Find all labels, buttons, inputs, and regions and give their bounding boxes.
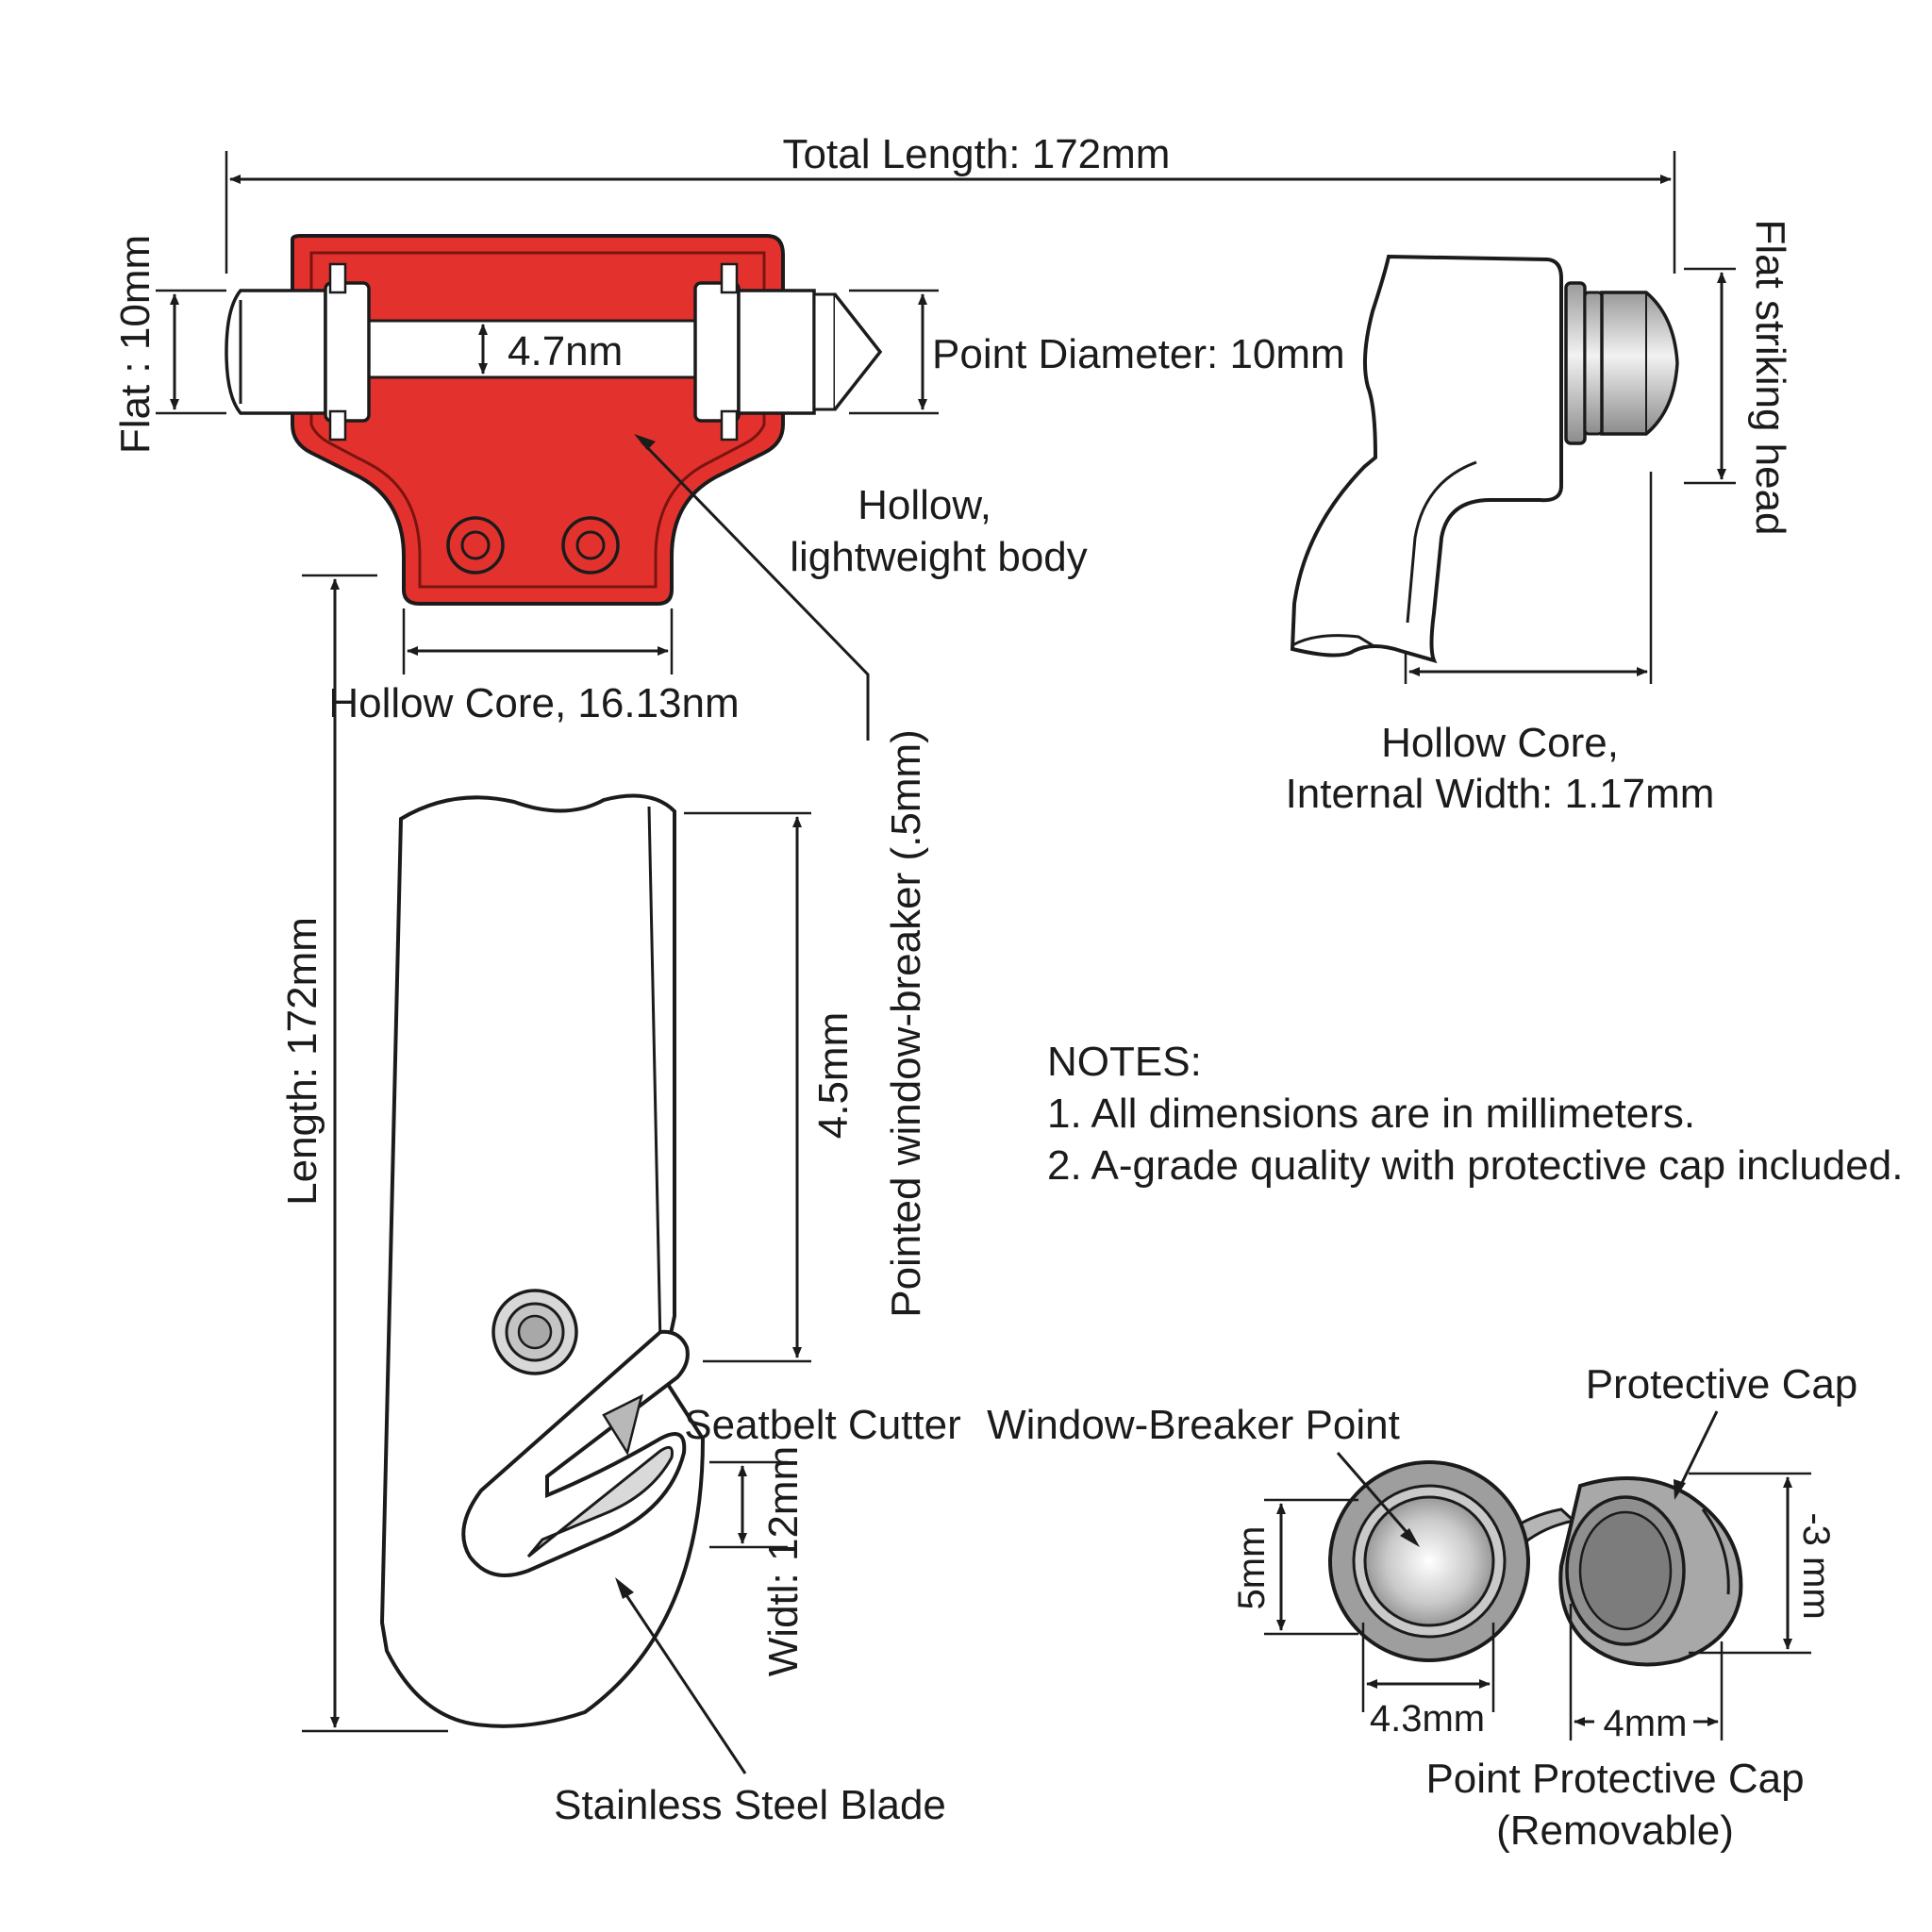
flat-striking-head-dimension: Flat striking head bbox=[1684, 219, 1793, 536]
flat-dimension: Flat : 10mm bbox=[112, 235, 226, 454]
inner-gap-dimension: 4.7nm bbox=[478, 324, 623, 375]
note-item-2: 2. A-grade quality with protective cap i… bbox=[1047, 1142, 1903, 1189]
notes-block: NOTES: 1. All dimensions are in millimet… bbox=[1047, 1039, 1903, 1189]
point-cap-label-line2: (Removable) bbox=[1496, 1807, 1734, 1854]
striking-head bbox=[1564, 281, 1679, 445]
length-label: Length: 172mm bbox=[279, 917, 325, 1206]
stainless-blade-label: Stainless Steel Blade bbox=[554, 1782, 946, 1828]
hollow-body-label-line1: Hollow, bbox=[858, 482, 991, 528]
side-view bbox=[1290, 254, 1679, 664]
hollow-core-top-dimension: Hollow Core, 16.13nm bbox=[328, 608, 740, 726]
seatbelt-cutter-callout: Seatbelt Cutter Widtl: 12mm bbox=[684, 1402, 961, 1676]
hollow-core-side-label-line2: Internal Width: 1.17mm bbox=[1286, 771, 1715, 817]
width-12-label: Widtl: 12mm bbox=[760, 1446, 807, 1676]
dim-45-dimension: 4.5mm Pointed window-breaker (.5mm) bbox=[684, 729, 929, 1363]
dim-43-label: 4.3mm bbox=[1370, 1698, 1485, 1740]
protective-cap-label: Protective Cap bbox=[1586, 1361, 1858, 1407]
notes-title: NOTES: bbox=[1047, 1039, 1202, 1085]
seatbelt-cutter-label: Seatbelt Cutter bbox=[684, 1402, 961, 1448]
hollow-core-side-dimension: Hollow Core, Internal Width: 1.17mm bbox=[1286, 472, 1715, 817]
point-diameter-dimension: Point Diameter: 10mm bbox=[849, 289, 1345, 415]
dim-45-label: 4.5mm bbox=[810, 1012, 857, 1139]
front-view-handle bbox=[379, 793, 706, 1728]
handle-rivet bbox=[491, 1289, 578, 1375]
cap-callouts: Window-Breaker Point Protective Cap 5mm … bbox=[987, 1361, 1857, 1854]
window-breaker-point bbox=[1328, 1460, 1530, 1662]
hollow-core-side-label-line1: Hollow Core, bbox=[1381, 720, 1619, 766]
flat-label: Flat : 10mm bbox=[112, 235, 158, 454]
cap-detail bbox=[1328, 1460, 1743, 1667]
hollow-core-top-label: Hollow Core, 16.13nm bbox=[328, 680, 739, 726]
flat-striking-head-label: Flat striking head bbox=[1747, 219, 1793, 535]
length-dimension: Length: 172mm bbox=[279, 574, 448, 1733]
inner-gap-label: 4.7nm bbox=[508, 328, 623, 375]
pointed-breaker-label: Pointed window-breaker (.5mm) bbox=[883, 729, 929, 1318]
total-length-dimension: Total Length: 172mm bbox=[225, 131, 1676, 274]
stainless-blade-callout: Stainless Steel Blade bbox=[554, 1577, 946, 1828]
point-cap-label-line1: Point Protective Cap bbox=[1425, 1756, 1804, 1802]
rivet-hole-right bbox=[561, 516, 620, 575]
dim-3mm-label: -3 mm bbox=[1795, 1512, 1837, 1619]
pointed-head-right bbox=[693, 262, 883, 441]
inner-slot bbox=[366, 319, 709, 379]
total-length-label: Total Length: 172mm bbox=[783, 131, 1171, 177]
dim-5mm-label: 5mm bbox=[1231, 1526, 1273, 1610]
point-diameter-label: Point Diameter: 10mm bbox=[932, 331, 1345, 377]
dim-4mm-label: 4mm bbox=[1604, 1703, 1688, 1744]
hollow-body-callout: Hollow, lightweight body bbox=[634, 434, 1088, 741]
rivet-hole-left bbox=[446, 516, 505, 575]
red-hammer-body bbox=[225, 234, 883, 606]
flat-head-left bbox=[225, 262, 371, 441]
window-breaker-point-label: Window-Breaker Point bbox=[987, 1402, 1400, 1448]
note-item-1: 1. All dimensions are in millimeters. bbox=[1047, 1091, 1695, 1137]
protective-cap bbox=[1558, 1476, 1743, 1667]
hollow-body-label-line2: lightweight body bbox=[790, 534, 1088, 580]
